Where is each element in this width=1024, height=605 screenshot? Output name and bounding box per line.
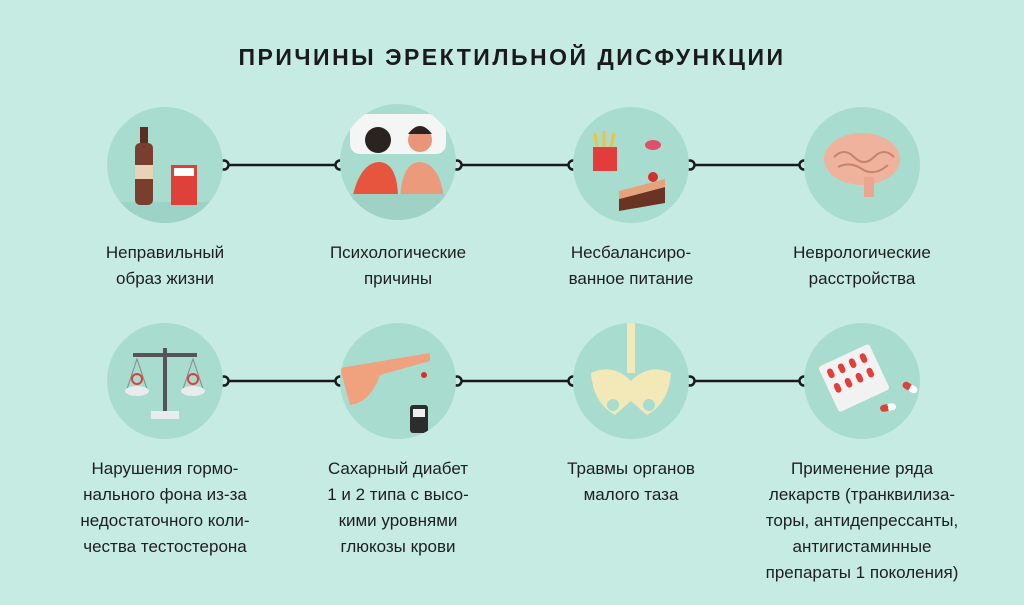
junk-food-icon: [573, 107, 689, 223]
cause-label: Неправильный образ жизни: [105, 243, 225, 288]
cause-label: Психологические причины: [329, 243, 467, 288]
bottle-cigarettes-icon: [107, 107, 223, 223]
pills-icon: [804, 323, 920, 439]
cause-label: Неврологические расстройства: [793, 243, 931, 288]
cause-label: Травмы органов малого таза: [567, 459, 695, 504]
cause-label: Применение ряда лекарств (транквилиза- т…: [765, 459, 959, 582]
finger-glucometer-icon: [340, 323, 456, 439]
couple-in-bed-icon: [340, 104, 456, 220]
cause-label: Нарушения гормо- нального фона из-за нед…: [80, 459, 250, 556]
scales-gender-icon: [107, 323, 223, 439]
pelvis-icon: [573, 323, 689, 439]
cause-label: Сахарный диабет 1 и 2 типа с высо- кими …: [327, 459, 469, 556]
cause-label: Несбалансиро- ванное питание: [568, 243, 694, 288]
brain-icon: [804, 107, 920, 223]
page-title: ПРИЧИНЫ ЭРЕКТИЛЬНОЙ ДИСФУНКЦИИ: [238, 44, 786, 70]
